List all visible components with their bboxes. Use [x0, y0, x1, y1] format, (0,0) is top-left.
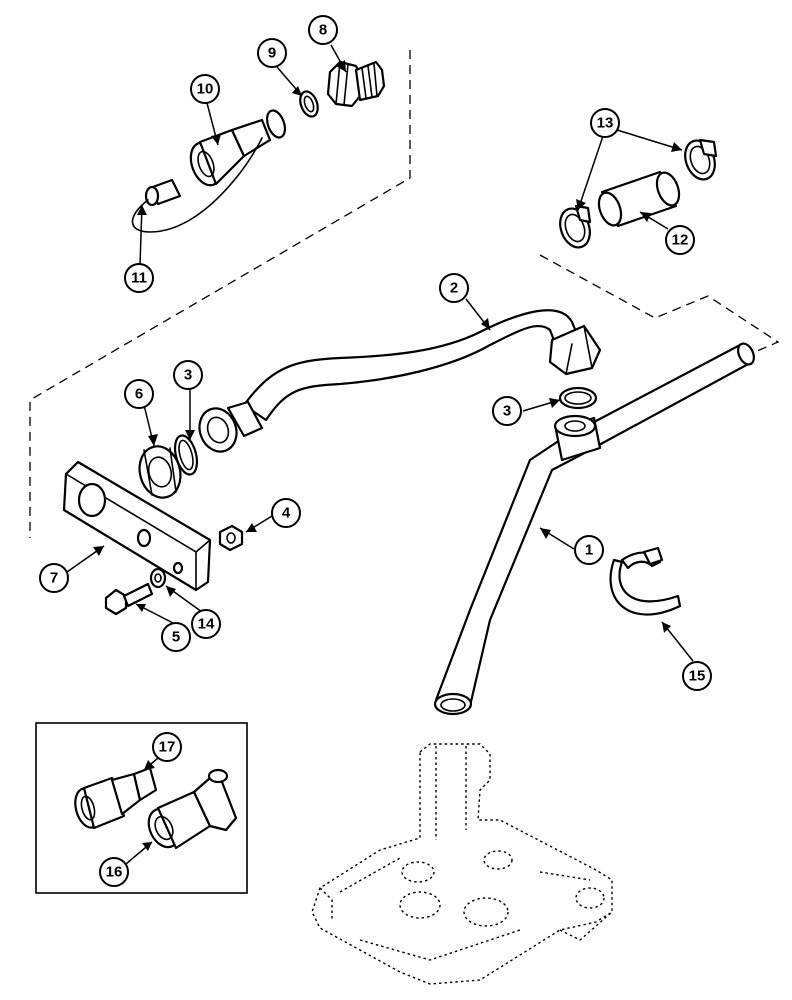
part-2-hose-assembly [198, 309, 602, 453]
part-5-bolt [104, 582, 154, 616]
callout-11: 11 [124, 263, 154, 293]
callout-10-label: 10 [197, 81, 214, 98]
part-13-hose-clamp-a [559, 204, 592, 249]
callout-6-label: 6 [135, 386, 143, 403]
callout-2: 2 [439, 273, 469, 303]
part-14-washer [149, 567, 167, 589]
inset-detail-box [35, 722, 248, 894]
part-11-dust-cap [131, 137, 263, 233]
callout-16: 16 [99, 857, 129, 887]
callout-2-label: 2 [450, 280, 458, 297]
callout-3-left-label: 3 [184, 367, 192, 384]
callout-12-label: 12 [672, 232, 689, 249]
callout-17-label: 17 [159, 739, 176, 756]
callout-1-label: 1 [585, 542, 593, 559]
callout-11-label: 11 [131, 270, 147, 287]
callout-6: 6 [124, 379, 154, 409]
callout-9-label: 9 [268, 45, 276, 62]
callout-14-label: 14 [198, 616, 215, 633]
callout-14: 14 [191, 609, 221, 639]
part-3-o-ring-right [558, 386, 598, 410]
callout-15: 15 [682, 661, 712, 691]
callout-4-label: 4 [282, 505, 291, 522]
callout-7-label: 7 [50, 570, 58, 587]
callout-4: 4 [271, 498, 301, 528]
callout-3-right: 3 [492, 396, 522, 426]
part-8-threaded-adapter [326, 60, 386, 108]
part-12-hose-sleeve [597, 170, 681, 228]
assembly-guide-lines [29, 50, 780, 538]
callout-7: 7 [39, 563, 69, 593]
part-4-nut [218, 524, 244, 552]
callout-10: 10 [190, 74, 220, 104]
part-13-hose-clamp-b [684, 138, 718, 181]
part-6-nut [138, 445, 182, 499]
callout-1: 1 [574, 535, 604, 565]
callout-13-label: 13 [597, 115, 614, 132]
part-17-adapter [74, 766, 158, 830]
part-1-tube [433, 342, 755, 716]
callout-5: 5 [161, 622, 191, 652]
callout-13: 13 [590, 108, 620, 138]
callout-12: 12 [665, 225, 695, 255]
callout-8: 8 [308, 15, 338, 45]
part-7-bracket-plate [62, 460, 212, 592]
callout-15-label: 15 [689, 668, 706, 685]
callout-16-label: 16 [106, 864, 123, 881]
callout-5-label: 5 [172, 629, 180, 646]
reference-valve-housing [311, 743, 613, 985]
part-10-quick-coupler [189, 109, 287, 187]
callout-3-left: 3 [173, 360, 203, 390]
part-15-clip-band [609, 546, 682, 616]
part-9-o-ring [299, 90, 319, 118]
callout-17: 17 [152, 732, 182, 762]
callout-3-right-label: 3 [503, 403, 511, 420]
arrowheads [93, 60, 682, 851]
part-16-elbow-fitting [147, 768, 238, 850]
callout-8-label: 8 [319, 22, 327, 39]
callout-9: 9 [257, 38, 287, 68]
